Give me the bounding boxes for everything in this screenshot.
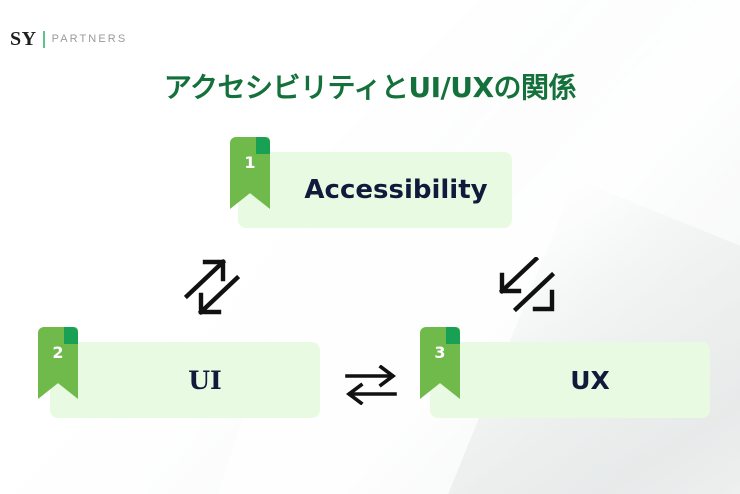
panel-accessibility-label: Accessibility xyxy=(304,175,488,205)
ribbon-badge-2: 2 xyxy=(38,327,78,399)
brand-logo: SY PARTNERS xyxy=(10,29,127,49)
page-title: アクセシビリティとUI/UXの関係 xyxy=(163,71,577,104)
logo-monogram: SY xyxy=(10,28,37,50)
panel-ux-label: UX xyxy=(570,365,610,395)
swap-horizontal-icon xyxy=(345,365,397,405)
background-sheen-left xyxy=(0,46,522,494)
panel-ux: UX xyxy=(430,342,710,418)
logo-wordmark: PARTNERS xyxy=(51,32,128,45)
ribbon-badge-1: 1 xyxy=(230,137,270,209)
logo-divider xyxy=(42,30,45,48)
ribbon-fold-corner xyxy=(446,327,460,344)
ribbon-number: 1 xyxy=(244,153,256,172)
panel-accessibility: Accessibility xyxy=(238,152,512,228)
panel-ui-label: UI xyxy=(188,365,222,395)
ribbon-fold-corner xyxy=(64,327,78,344)
diagonal-resize-nw-se-icon xyxy=(498,257,556,313)
panel-ui: UI xyxy=(50,342,320,418)
ribbon-fold-corner xyxy=(256,137,270,154)
ribbon-badge-3: 3 xyxy=(420,327,460,399)
ribbon-number: 2 xyxy=(52,343,64,362)
diagonal-resize-ne-sw-icon xyxy=(183,258,241,316)
ribbon-number: 3 xyxy=(434,343,446,362)
